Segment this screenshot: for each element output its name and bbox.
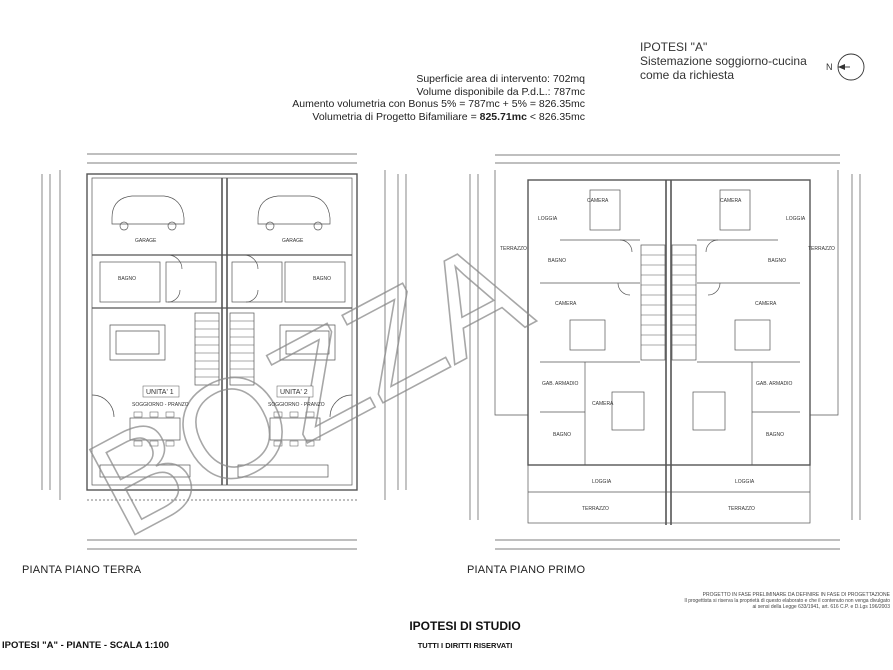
- bagno-label-2: BAGNO: [313, 276, 331, 282]
- bagno-label-1: BAGNO: [118, 276, 136, 282]
- bagno-ff-label-4: BAGNO: [766, 432, 784, 438]
- garage-label-1: GARAGE: [135, 238, 157, 244]
- summary-line-1: Superficie area di intervento: 702mq: [416, 73, 585, 85]
- compass-label: N: [826, 62, 833, 72]
- summary-line-2: Volume disponibile da P.d.L.: 787mc: [416, 85, 585, 98]
- camera-label-2: CAMERA: [720, 198, 742, 204]
- hypothesis-line-2: come da richiesta: [640, 68, 735, 82]
- footer-scale-label: IPOTESI "A" - PIANTE - SCALA 1:100: [2, 640, 170, 651]
- north-compass: [837, 53, 865, 81]
- ground-floor-title: PIANTA PIANO TERRA: [22, 564, 142, 576]
- terrazzo-label-3: TERRAZZO: [582, 506, 609, 512]
- camera-label-1: CAMERA: [587, 198, 609, 204]
- terrazzo-label-2: TERRAZZO: [808, 246, 835, 252]
- hypothesis-block: IPOTESI "A" Sistemazione soggiorno-cucin…: [640, 40, 820, 82]
- camera-label-3: CAMERA: [555, 301, 577, 307]
- summary-line-3: Aumento volumetria con Bonus 5% = 787mc …: [292, 98, 585, 110]
- project-notes: PROGETTO IN FASE PRELIMINARE DA DEFINIRE…: [560, 592, 890, 610]
- bagno-ff-label-3: BAGNO: [553, 432, 571, 438]
- area-summary: Superficie area di intervento: 702mq Vol…: [280, 73, 585, 123]
- garage-label-2: GARAGE: [282, 238, 304, 244]
- note-2: Il progettista si riserva la proprietà d…: [684, 598, 890, 604]
- footer-center: IPOTESI DI STUDIO TUTTI I DIRITTI RISERV…: [400, 619, 530, 650]
- first-floor-plan: [469, 154, 861, 550]
- ground-floor-plan: [41, 153, 407, 550]
- armadio-label-2: GAB. ARMADIO: [756, 381, 793, 387]
- armadio-label-1: GAB. ARMADIO: [542, 381, 579, 387]
- first-floor-title: PIANTA PIANO PRIMO: [467, 564, 586, 576]
- unit1-label: UNITA' 1: [146, 389, 174, 396]
- terrazzo-label-4: TERRAZZO: [728, 506, 755, 512]
- note-3: ai sensi della Legge 633/1941, art. 616 …: [752, 604, 890, 610]
- unit2-label: UNITA' 2: [280, 389, 308, 396]
- bagno-ff-label-1: BAGNO: [548, 258, 566, 264]
- camera-label-4: CAMERA: [755, 301, 777, 307]
- footer-rights: TUTTI I DIRITTI RISERVATI: [417, 641, 513, 650]
- note-1: PROGETTO IN FASE PRELIMINARE DA DEFINIRE…: [702, 592, 890, 598]
- loggia-label-4: LOGGIA: [735, 479, 755, 485]
- terrazzo-label-1: TERRAZZO: [500, 246, 527, 252]
- hypothesis-title: IPOTESI "A": [640, 40, 708, 54]
- bagno-ff-label-2: BAGNO: [768, 258, 786, 264]
- footer-title: IPOTESI DI STUDIO: [409, 619, 521, 633]
- camera-label-5: CAMERA: [592, 401, 614, 407]
- living-label-1: SOGGIORNO - PRANZO: [132, 402, 189, 408]
- loggia-label-2: LOGGIA: [786, 216, 806, 222]
- summary-line-4: Volumetria di Progetto Bifamiliare = 825…: [312, 110, 585, 123]
- loggia-label-3: LOGGIA: [592, 479, 612, 485]
- living-label-2: SOGGIORNO - PRANZO: [268, 402, 325, 408]
- hypothesis-line-1: Sistemazione soggiorno-cucina: [640, 54, 807, 68]
- loggia-label-1: LOGGIA: [538, 216, 558, 222]
